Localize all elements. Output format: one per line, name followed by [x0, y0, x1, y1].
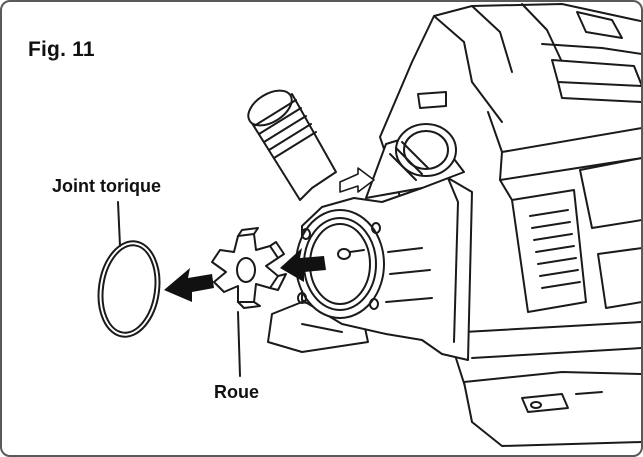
outlet-pipe — [339, 123, 465, 199]
arrow-oring-out — [164, 268, 214, 302]
arrow-impeller-out — [280, 248, 326, 282]
oring-leader-line — [117, 201, 121, 247]
impeller-leader-line — [237, 311, 241, 377]
impeller-callout-label: Roue — [214, 382, 259, 402]
inlet-pipe — [247, 89, 337, 201]
leader-lines — [117, 201, 241, 377]
impeller-part — [211, 227, 287, 309]
volute-housing — [295, 177, 473, 361]
figure-title: Fig. 11 — [28, 38, 95, 61]
oring-part — [97, 240, 161, 338]
oring-callout-label: Joint torique — [52, 176, 161, 196]
removal-arrows — [164, 248, 326, 302]
